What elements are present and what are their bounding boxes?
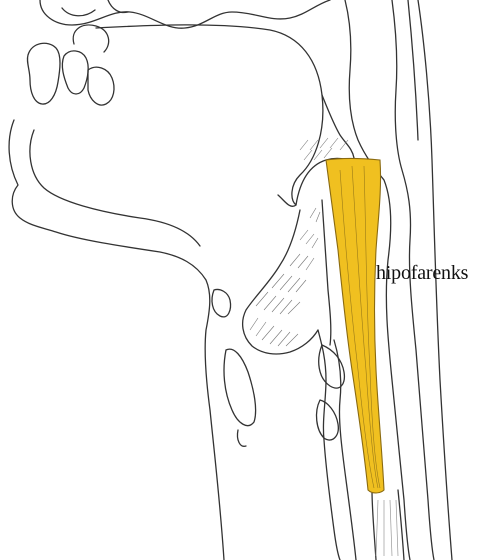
hypopharynx-label: hipofarenks <box>376 262 468 285</box>
